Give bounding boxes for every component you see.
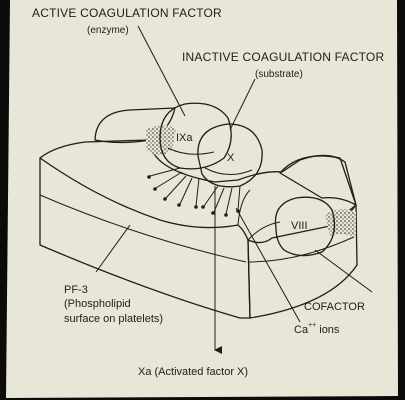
factor-x <box>197 123 263 188</box>
product-label: Xa (Activated factor X) <box>138 366 248 378</box>
leader-cofactor <box>314 249 373 293</box>
inactive-factor-label: INACTIVE COAGULATION FACTOR <box>182 50 384 64</box>
phospholipid-pins-x <box>201 185 241 217</box>
calcium-label: Ca++ions <box>294 322 340 336</box>
pf3-line3-label: surface on platelets) <box>64 313 163 325</box>
factor-viii <box>274 196 336 257</box>
viii-label: VIII <box>291 220 308 232</box>
leader-pf3 <box>95 224 131 273</box>
active-factor-label: ACTIVE COAGULATION FACTOR <box>32 6 222 20</box>
inactive-factor-sublabel: (substrate) <box>255 69 303 80</box>
ixa-label: IXa <box>176 132 193 144</box>
leader-calcium <box>235 207 301 323</box>
leader-inactive <box>229 78 256 131</box>
x-label: X <box>227 152 235 164</box>
phospholipid-pins-ixa <box>147 167 200 209</box>
leader-active <box>137 25 186 117</box>
pf3-label: PF-3 <box>64 284 88 296</box>
pf3-line2-label: (Phospholipid <box>64 298 131 310</box>
shading-left <box>146 125 176 155</box>
active-factor-sublabel: (enzyme) <box>87 25 129 36</box>
cofactor-label: COFACTOR <box>304 301 365 313</box>
paper-background <box>6 0 398 398</box>
shading-right <box>325 209 356 238</box>
membrane-ridge <box>94 107 176 144</box>
factor-ixa <box>159 102 232 170</box>
membrane-ridge-right <box>279 155 357 206</box>
